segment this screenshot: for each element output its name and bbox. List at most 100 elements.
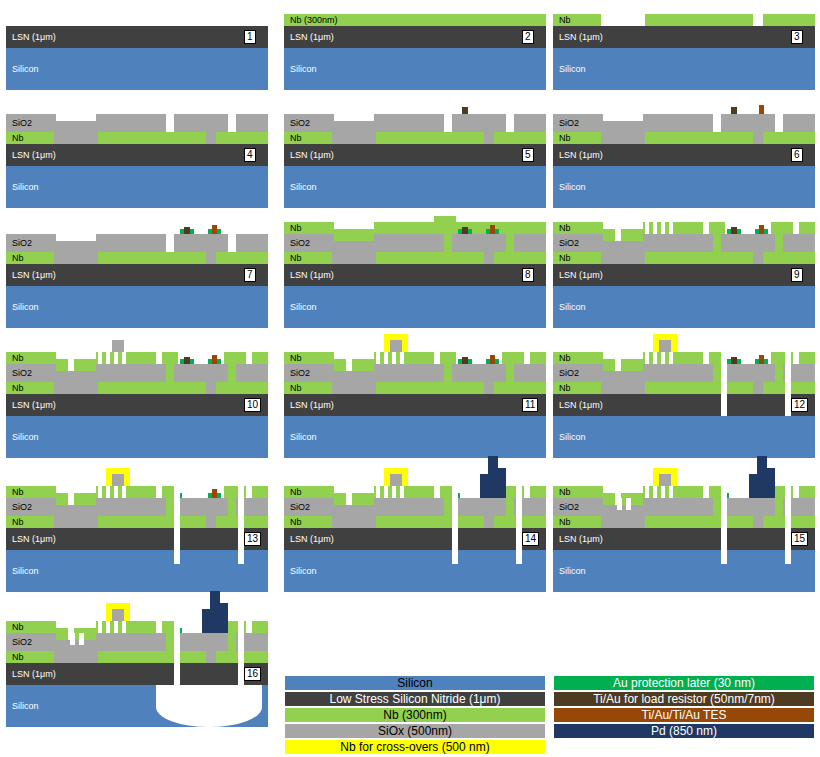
nitride-layer [553,26,815,48]
silicon-substrate [553,48,815,90]
oxide-trench [617,498,622,510]
layer-label: Nb [559,354,571,363]
niobium-step [621,498,643,505]
oxide-trench [70,633,75,645]
via [506,234,514,252]
via [775,234,783,252]
nitride-layer [553,528,815,550]
au-protection [208,359,212,364]
niobium-layer [284,14,546,26]
tes [490,225,495,234]
layer-label: SiO2 [290,119,310,128]
process-step [553,222,815,328]
niobium-step [603,364,615,371]
oxide-layer [553,364,815,394]
layer-label: LSN (1μm) [12,33,56,42]
step-number: 7 [244,268,256,282]
au-protection [486,229,490,234]
process-step [284,107,546,208]
niobium-top-wiring [110,352,114,364]
layer-label: Nb [290,354,302,363]
crossover [106,603,130,621]
niobium-top-wiring [649,222,653,234]
niobium-bump [434,216,456,222]
niobium-top-wiring [657,486,661,498]
niobium-top-wiring [74,486,98,498]
layer-label: LSN (1μm) [290,271,334,280]
niobium-top-wiring [621,352,645,364]
layer-label: Nb [559,384,571,393]
etch-hole [785,486,791,564]
niobium-top-wiring [284,222,546,234]
au-protection [486,359,490,364]
niobium-step [334,222,374,229]
oxide-opening [729,486,751,498]
niobium-top-wiring [502,352,524,364]
silicon-cavity [156,685,262,727]
step-number: 13 [244,532,261,546]
silicon-substrate [553,166,815,208]
layer-label: Nb [559,254,571,263]
oxide-pillar [112,474,124,486]
load-resistor [184,357,190,364]
process-step [6,591,268,727]
legend-swatch: Low Stress Silicon Nitride (1μm) [284,691,546,707]
legend-swatch: Nb for cross-overs (500 nm) [284,739,546,755]
via [166,114,174,132]
niobium-wiring [6,252,54,264]
layer-label: Nb [290,224,302,233]
niobium-step [621,234,643,241]
step-number: 11 [522,398,538,412]
au-protection [180,229,184,234]
layer-label: Nb [12,354,24,363]
niobium-top-wiring [665,486,669,498]
layer-label: LSN (1μm) [290,151,334,160]
oxide-step [334,114,374,121]
via [713,364,721,382]
oxide-step [334,234,374,241]
silicon-substrate [284,416,546,458]
niobium-wiring [376,382,484,394]
nitride-layer [284,264,546,286]
layer-label: Silicon [12,702,39,711]
oxide-trench [626,498,631,510]
au-protection [495,359,499,364]
tes [212,225,217,234]
oxide-layer [6,114,268,144]
niobium-top-wiring [799,352,815,364]
layer-label: Silicon [290,567,317,576]
niobium-step [334,364,346,371]
oxide-step [56,114,96,121]
niobium-step [56,633,68,640]
layer-label: SiO2 [12,239,32,248]
nitride-layer [553,264,815,286]
layer-label: Nb (300nm) [290,16,338,25]
tes [759,355,764,364]
niobium-step [74,498,96,505]
oxide-opening [460,486,482,498]
layer-label: Silicon [559,567,586,576]
niobium-step [352,352,374,359]
layer-label: Nb [12,653,24,662]
layer-label: Nb [290,134,302,143]
palladium-absorber [480,456,506,498]
niobium-step [56,621,68,628]
via [775,364,783,382]
oxide-pillar [112,340,124,352]
niobium-top-wiring [352,486,376,498]
niobium-top-wiring [530,486,546,498]
oxide-layer [553,498,815,528]
niobium-top-wiring [657,222,661,234]
legend-text: Ti/Au for load resistor (50nm/7nm) [593,693,775,705]
niobium-top-wiring [380,352,384,364]
step-number: 5 [522,148,534,162]
niobium-top-wiring [553,486,615,498]
process-step [6,340,268,458]
oxide-layer [6,633,268,663]
niobium-step [74,364,96,371]
layer-label: LSN (1μm) [290,33,334,42]
silicon-substrate [553,416,815,458]
layer-label: Nb [290,488,302,497]
niobium-top-wiring [396,352,400,364]
nitride-layer [284,528,546,550]
